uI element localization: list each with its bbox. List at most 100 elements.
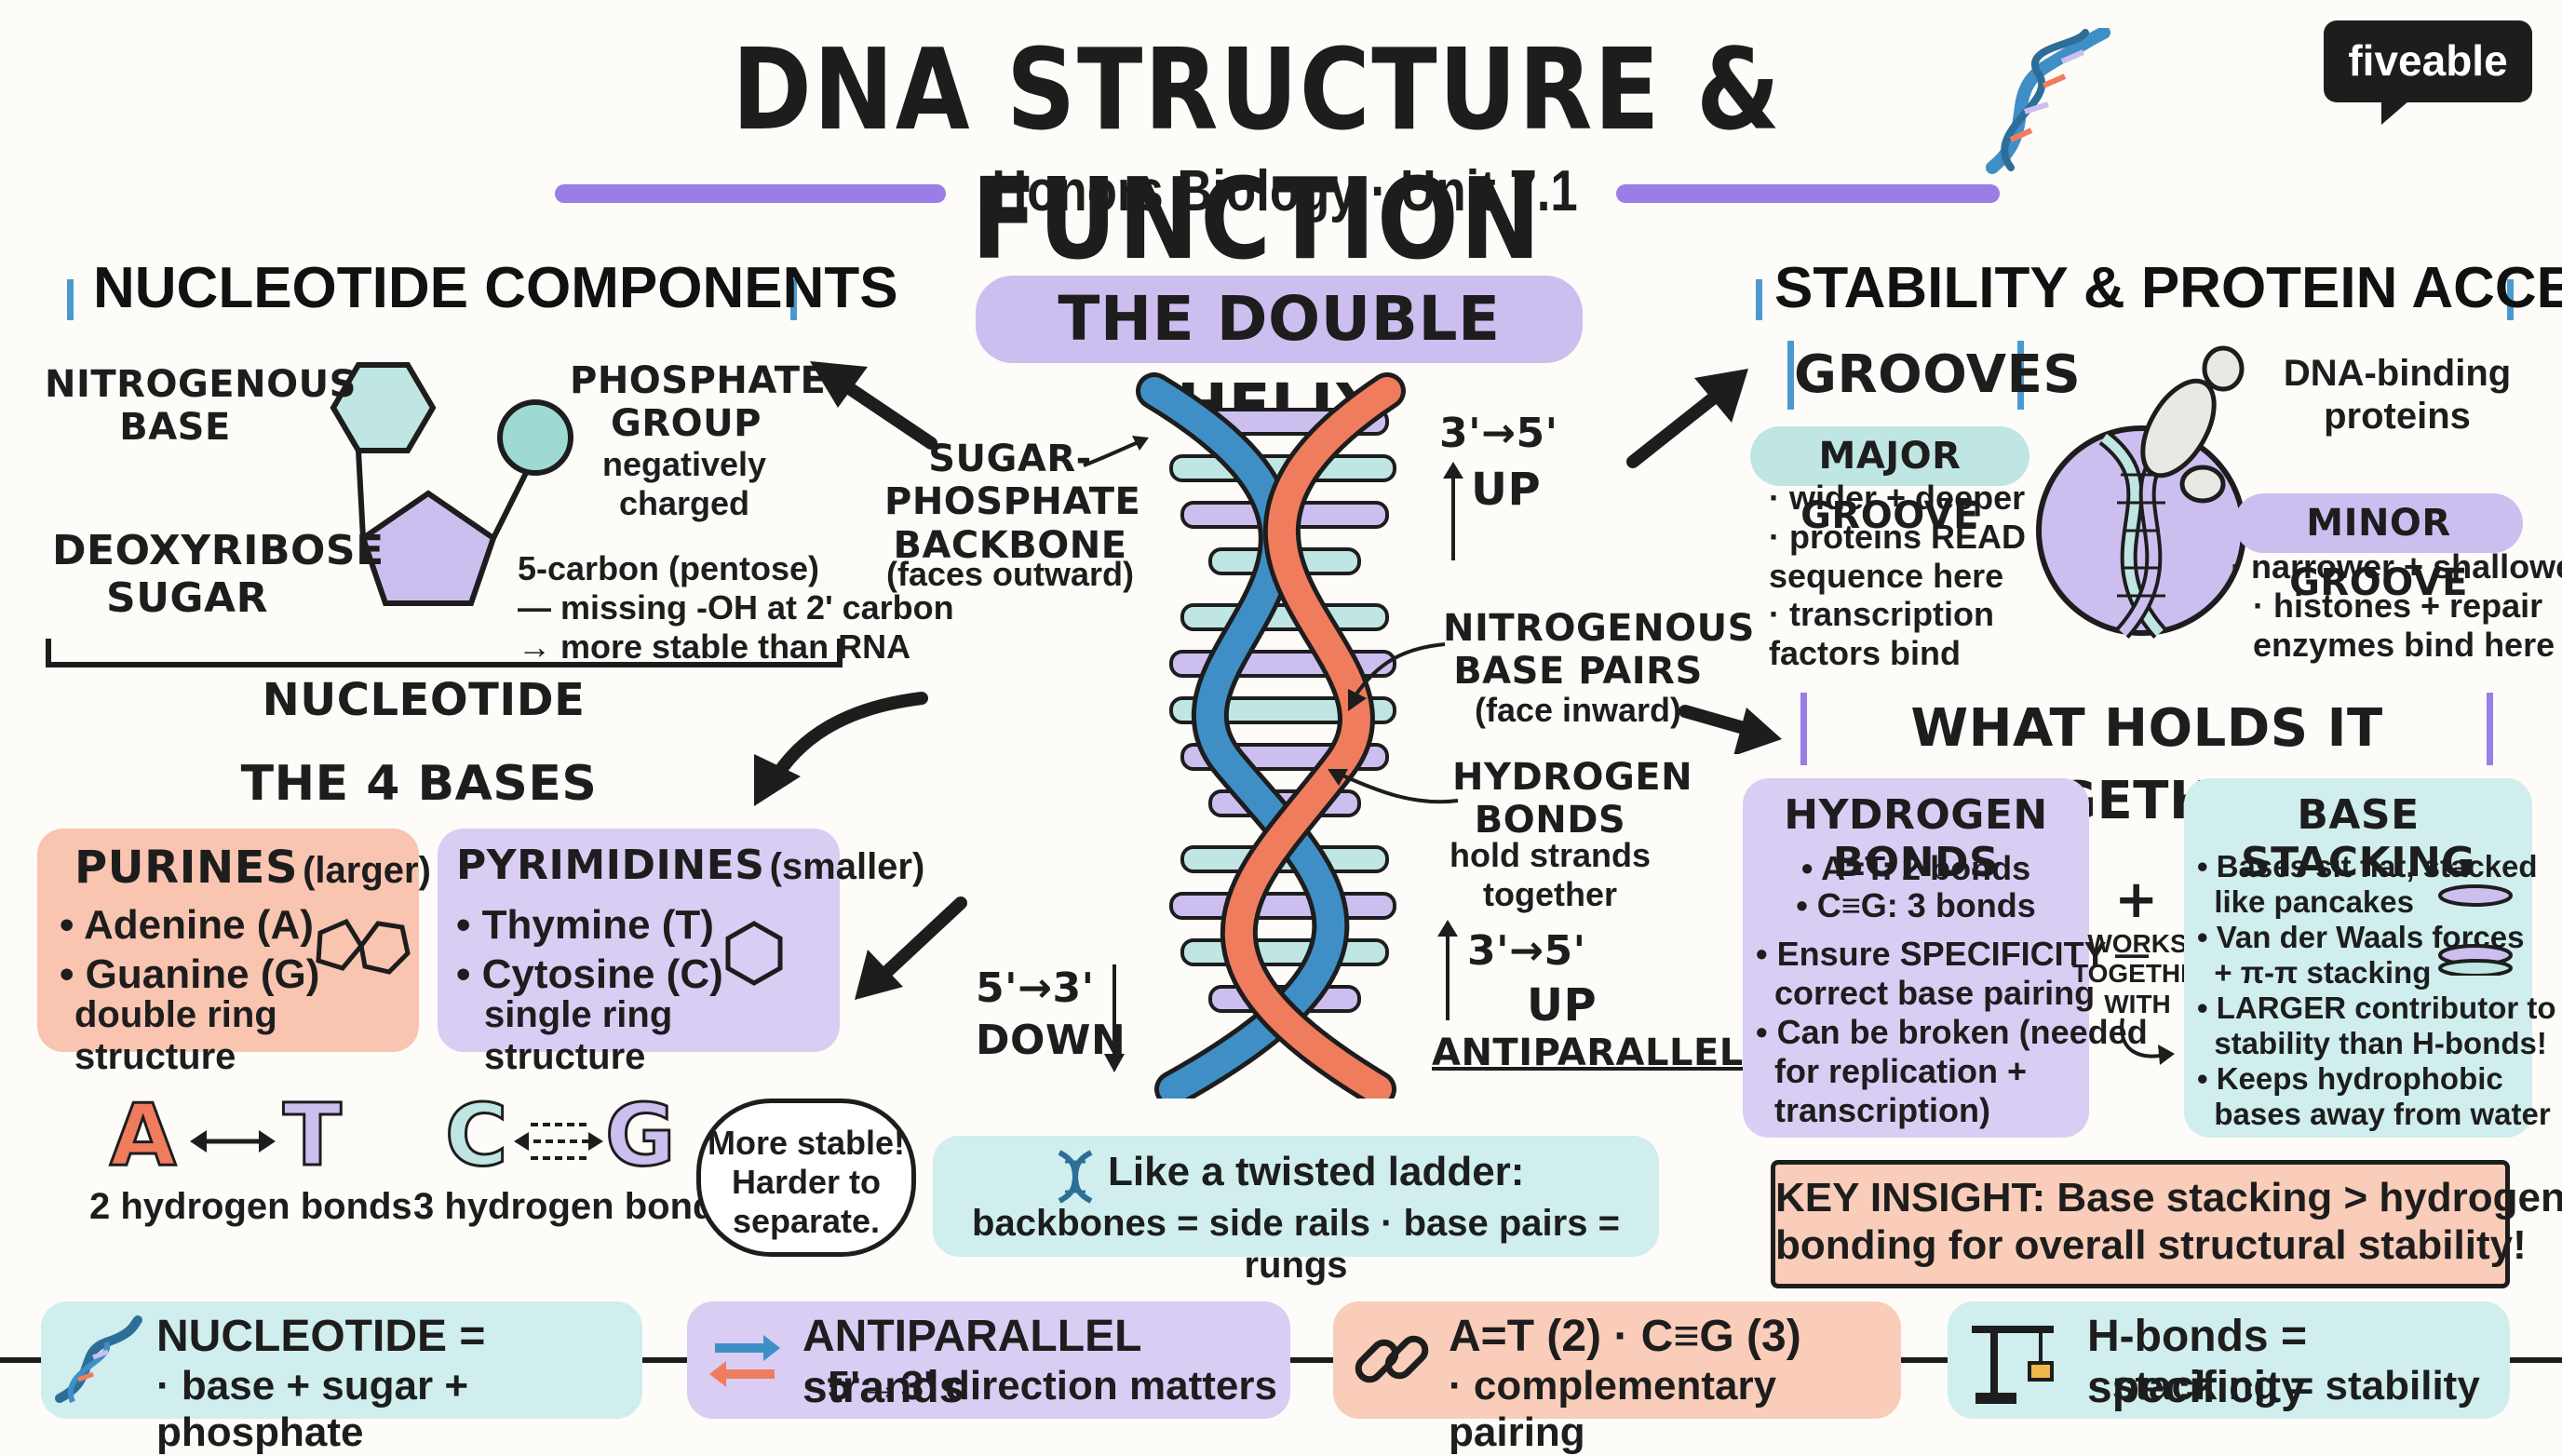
- hydrogen-bonds-card: HYDROGEN BONDS • A=T: 2 bonds • C≡G: 3 b…: [1743, 778, 2149, 1138]
- phosphate-group-label: PHOSPHATE GROUP: [570, 359, 827, 446]
- footer-bonds-text: · stacking = stability: [2087, 1363, 2480, 1409]
- left-direction: 5'→3': [976, 964, 1095, 1012]
- pair-at-arrow-icon: [190, 1130, 276, 1153]
- nucleotide-bracket-label: NUCLEOTIDE: [262, 674, 586, 726]
- pair-at-right-letter: T: [281, 1085, 343, 1187]
- stability-heading-bracket: [1756, 279, 2514, 320]
- arrow-to-pyrimidines: [855, 897, 967, 1000]
- footer-nucleotide-text: · base + sugar + phosphate: [156, 1363, 469, 1455]
- nucleotide-bracket: [46, 639, 843, 667]
- key-insight-box: KEY INSIGHT: Base stacking > hydrogen bo…: [1771, 1160, 2562, 1288]
- phosphate-note: negatively charged: [601, 445, 767, 522]
- major-groove-list: · wider + deeper · proteins READ sequenc…: [1769, 479, 2048, 673]
- top-direction: 3'→5': [1439, 410, 1558, 457]
- grooves-label: GROOVES: [1794, 344, 2082, 405]
- footer-pairing-text: · complementary pairing: [1449, 1363, 1777, 1455]
- hbonds-line-breakable: • Can be broken (needed for replication …: [1756, 1013, 2148, 1129]
- right-up-label: UP: [1527, 979, 1598, 1031]
- pair-cg-note: 3 hydrogen bonds: [413, 1186, 736, 1227]
- page-subtitle: Honors Biology · Unit 7.1: [991, 159, 1578, 223]
- chain-link-icon: [1355, 1335, 1429, 1383]
- footer-pairing-title: A=T (2) · C≡G (3): [1449, 1312, 1801, 1361]
- footer-card-antiparallel: ANTIPARALLEL strands · 5'→3' direction m…: [687, 1301, 1290, 1419]
- footer-card-bonds: H-bonds = specificity · stacking = stabi…: [1948, 1301, 2510, 1419]
- base-stacking-card-title: BASE STACKING: [2240, 791, 2476, 886]
- nucleotide-heading-bracket: [67, 279, 797, 320]
- dna-icon: [55, 1315, 142, 1404]
- twisted-ladder-box: Like a twisted ladder: backbones = side …: [933, 1136, 1659, 1286]
- minor-groove-item-2: · histones + repair enzymes bind here: [2253, 586, 2555, 664]
- together-heading-bracket: WHAT HOLDS IT TOGETHER?: [1800, 693, 2493, 831]
- deoxyribose-sugar-label: DEOXYRIBOSE SUGAR: [52, 527, 384, 623]
- purines-list: • Adenine (A) • Guanine (G): [60, 901, 319, 1000]
- footer-antiparallel-title: ANTIPARALLEL strands: [802, 1312, 1141, 1412]
- footer-card-pairing: A=T (2) · C≡G (3) · complementary pairin…: [1333, 1301, 1901, 1455]
- purines-title: PURINES: [74, 842, 299, 894]
- pyrimidines-card: PYRIMIDINES (smaller) • Thymine (T) • Cy…: [438, 829, 924, 1077]
- hydrogen-bonds-pointer-arrow: [1328, 769, 1459, 804]
- left-down-arrow: [1104, 964, 1125, 1072]
- hydrogen-bonds-label: HYDROGEN BONDS: [1452, 756, 1693, 843]
- double-helix-heading-pill: THE DOUBLE HELIX: [976, 276, 1583, 442]
- works-together-label: WORKS TOGETHER WITH: [2072, 929, 2218, 1018]
- backbone-note: (faces outward): [885, 555, 1135, 593]
- title-underline-left: [555, 184, 946, 203]
- stability-bubble: More stable! Harder to separate.: [696, 1099, 916, 1257]
- top-up-arrow: [1443, 462, 1463, 560]
- top-up-label: UP: [1471, 464, 1542, 516]
- minor-groove-pill: MINOR GROOVE: [2234, 493, 2523, 604]
- major-groove-item-2: · proteins READ sequence here: [1769, 517, 2027, 595]
- arrow-to-stability: [1626, 369, 1748, 468]
- nitrogenous-base-label: NITROGENOUS BASE: [45, 363, 357, 450]
- pair-cg-right-letter: G: [603, 1085, 677, 1187]
- stacking-item-pancakes: • Bases sit flat, stacked like pancakes: [2197, 849, 2538, 920]
- footer-nucleotide-title: NUCLEOTIDE =: [156, 1312, 486, 1361]
- minor-groove-title: MINOR GROOVE: [2289, 502, 2468, 604]
- footer-bonds-title: H-bonds = specificity: [2087, 1312, 2307, 1412]
- backbone-label: SUGAR- PHOSPHATE BACKBONE: [884, 438, 1141, 567]
- ladder-helix-icon: [1058, 1150, 1093, 1204]
- swap-arrows-icon: [709, 1335, 780, 1387]
- plus-icon: +: [2114, 870, 2159, 930]
- stacking-item-larger: • LARGER contributor to stability than H…: [2197, 991, 2556, 1061]
- hbonds-line-at: • A=T: 2 bonds: [1800, 849, 2031, 887]
- page-title: DNA STRUCTURE & FUNCTION: [732, 26, 1782, 285]
- pancake-stack-icon: [2438, 884, 2513, 976]
- arrow-to-nucleotide: [810, 361, 937, 450]
- purine-item-guanine: • Guanine (G): [60, 950, 320, 997]
- arrow-to-bases: [754, 692, 928, 806]
- right-direction: 3'→5': [1467, 927, 1586, 975]
- nucleotide-heading: NUCLEOTIDE COMPONENTS: [93, 256, 898, 320]
- major-groove-item-3: · transcription factors bind: [1769, 595, 1995, 672]
- stacking-item-vdw: • Van der Waals forces + π-π stacking: [2197, 920, 2525, 991]
- base-pairs-pointer-arrow: [1348, 642, 1446, 711]
- hydrogen-bonds-note: hold strands together: [1449, 836, 1652, 913]
- purines-card: PURINES (larger) • Adenine (A) • Guanine…: [37, 829, 431, 1077]
- title-underline-right: [1616, 184, 2000, 203]
- ladder-title: Like a twisted ladder:: [1108, 1149, 1525, 1194]
- purines-qualifier: (larger): [303, 850, 431, 891]
- stacking-item-hydrophobic: • Keeps hydrophobic bases away from wate…: [2197, 1061, 2551, 1132]
- major-groove-item-1: · wider + deeper: [1769, 479, 2026, 517]
- pyrimidines-list: • Thymine (T) • Cytosine (C): [456, 901, 723, 1000]
- footer-antiparallel-text: · 5'→3' direction matters: [802, 1363, 1277, 1409]
- pyrimidines-qualifier: (smaller): [769, 846, 925, 887]
- grooves-bracket: GROOVES: [1787, 341, 2082, 410]
- hbonds-line-cg: • C≡G: 3 bonds: [1796, 886, 2036, 924]
- pyrimidines-note: single ring structure: [484, 994, 673, 1077]
- major-groove-title: MAJOR GROOVE: [1800, 435, 1979, 537]
- pair-cg-left-letter: C: [443, 1085, 509, 1187]
- pair-at-left-letter: A: [109, 1085, 178, 1187]
- pyrimidine-item-cytosine: • Cytosine (C): [456, 950, 723, 997]
- bases-heading: THE 4 BASES: [240, 756, 598, 812]
- pair-cg-arrow-icon: [514, 1123, 603, 1160]
- double-ring-icon: [316, 918, 411, 975]
- single-ring-icon: [725, 921, 783, 986]
- base-pairs-note: (face inward): [1474, 691, 1682, 729]
- hbonds-line-specificity: • Ensure SPECIFICITY — correct base pair…: [1756, 935, 2150, 1012]
- dna-binding-label: DNA-binding proteins: [2283, 353, 2512, 438]
- pyrimidines-title: PYRIMIDINES: [456, 842, 765, 889]
- dna-helix-icon: [1986, 28, 2110, 174]
- footer-card-nucleotide: NUCLEOTIDE = · base + sugar + phosphate: [41, 1301, 642, 1455]
- left-down-label: DOWN: [976, 1017, 1126, 1064]
